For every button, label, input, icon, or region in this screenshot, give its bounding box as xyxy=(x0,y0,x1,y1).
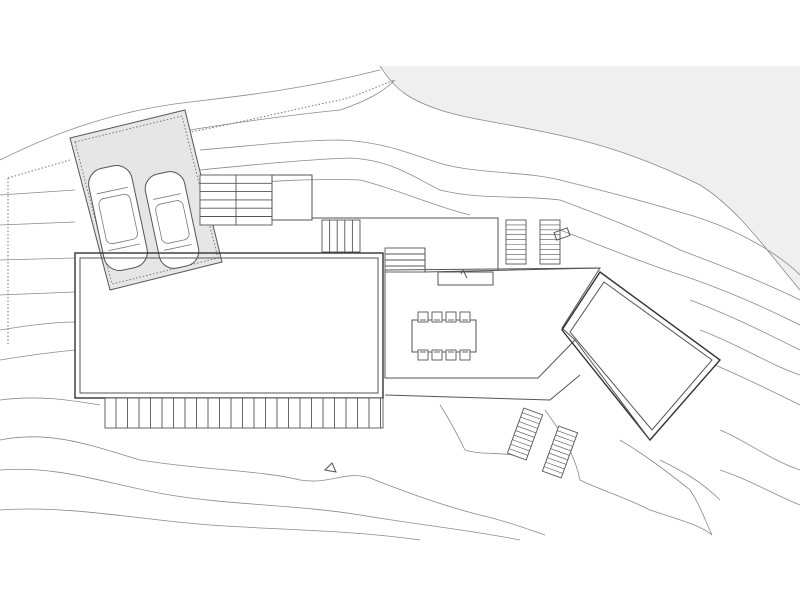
chair xyxy=(445,311,457,323)
lounger-slat xyxy=(517,425,537,434)
sun-loungers-upper xyxy=(505,219,561,265)
sun-lounger xyxy=(505,219,527,265)
car-right xyxy=(144,171,200,269)
chair xyxy=(417,349,429,361)
sun-lounger xyxy=(541,425,579,479)
property-line xyxy=(7,79,396,345)
roofed-wing xyxy=(561,270,722,442)
lounger-slat xyxy=(522,412,542,420)
lounger-slat xyxy=(545,461,565,470)
lounger-slat xyxy=(512,439,532,447)
lounger-slat xyxy=(508,448,528,456)
sun-loungers-lower xyxy=(506,407,579,479)
dining-table xyxy=(411,311,477,361)
slat-deck-outline xyxy=(104,397,384,429)
pool-terrace-slats xyxy=(104,397,384,429)
lounger-slat xyxy=(515,430,535,438)
chair xyxy=(417,311,429,323)
pool-steps xyxy=(384,247,426,273)
lounger-slat xyxy=(553,439,573,447)
water-body xyxy=(380,66,800,290)
lounger-slat xyxy=(510,443,530,452)
lounger-slat xyxy=(552,443,572,452)
chair xyxy=(431,311,443,323)
steps-outline xyxy=(321,219,361,253)
lounger-slat xyxy=(547,457,567,465)
exterior-stair xyxy=(199,174,273,226)
lounger-slat xyxy=(555,434,575,443)
lounger-slat xyxy=(550,448,570,456)
lounger-slat xyxy=(513,434,533,443)
chair xyxy=(459,311,471,323)
car-left xyxy=(88,165,148,271)
lounger-slat xyxy=(520,416,540,425)
lounger-slat xyxy=(543,466,563,474)
sun-lounger xyxy=(539,219,561,265)
chair xyxy=(445,349,457,361)
chair xyxy=(431,349,443,361)
terrace-steps xyxy=(321,219,361,253)
stair-landing xyxy=(271,174,313,221)
upper-walkway xyxy=(312,217,601,286)
lounger-slat xyxy=(518,421,538,429)
shoreline xyxy=(379,65,800,291)
lounger-slat xyxy=(548,452,568,461)
sun-lounger xyxy=(506,407,544,461)
chair xyxy=(459,349,471,361)
lounger-slat xyxy=(557,430,577,438)
stepping-stone xyxy=(323,462,337,473)
parking-pad xyxy=(69,109,223,291)
